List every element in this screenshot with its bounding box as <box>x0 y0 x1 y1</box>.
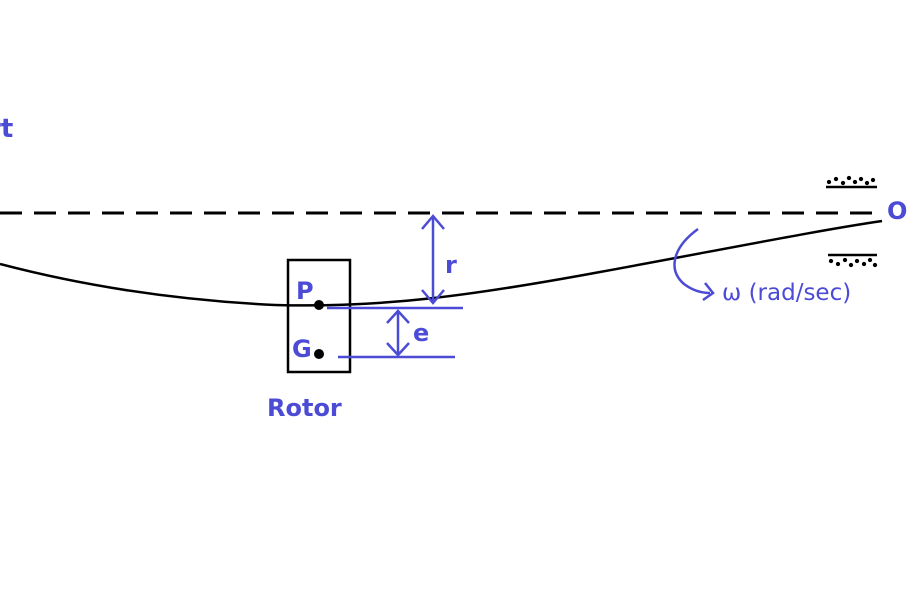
rotor-label: Rotor <box>267 394 342 422</box>
bearing-label: O <box>887 197 907 225</box>
point-g-label: G <box>292 335 312 363</box>
point-p-label: P <box>296 277 314 305</box>
radius-label: r <box>445 251 457 279</box>
bearing-lower-hatch <box>828 253 878 268</box>
bearing-upper-hatch <box>826 175 877 189</box>
e-dimension-arrow <box>386 309 410 357</box>
angular-velocity-label: ω (rad/sec) <box>722 280 851 306</box>
rotation-arrow <box>673 227 715 302</box>
rotor-box <box>286 258 352 374</box>
point-p-dot <box>314 300 324 310</box>
shaft-label: rt <box>0 114 13 144</box>
point-g-dot <box>314 349 324 359</box>
r-dimension-arrow <box>421 214 445 305</box>
eccentricity-label: e <box>413 319 429 347</box>
